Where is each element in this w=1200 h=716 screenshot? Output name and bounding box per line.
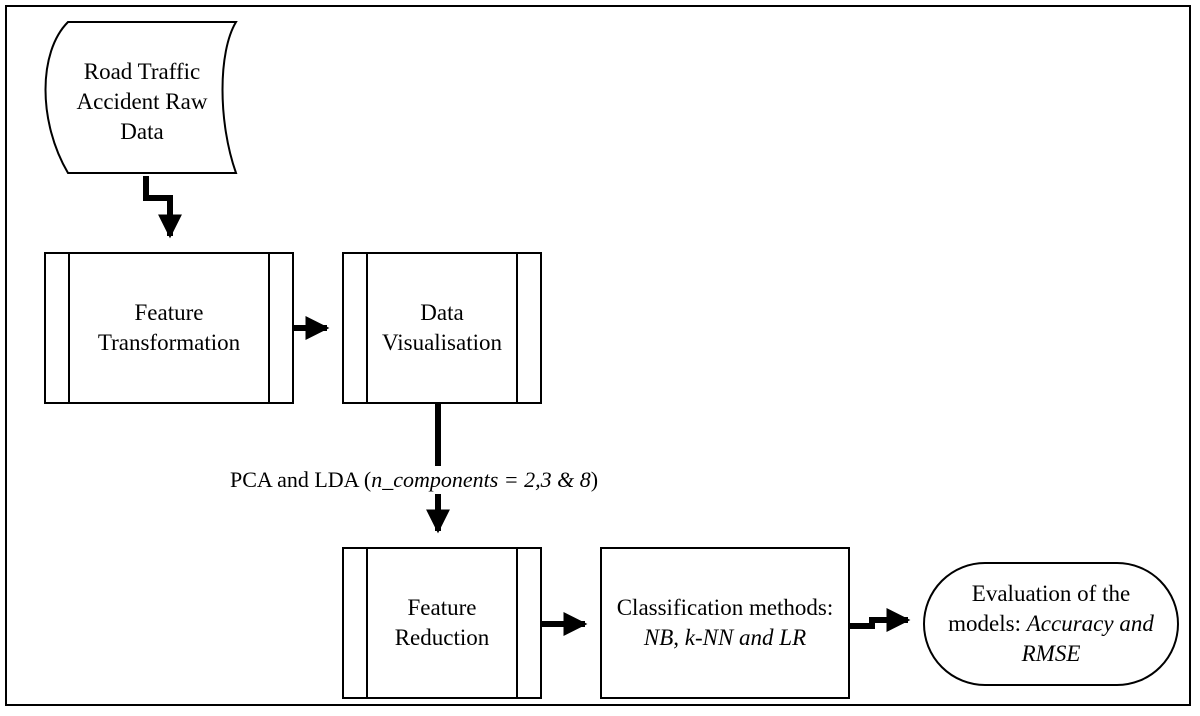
feature-reduction-line-1: Feature (407, 595, 477, 620)
evaluation-line-2-italic: Accuracy and (1026, 611, 1154, 636)
data-visualisation-line-1: Data (420, 300, 464, 325)
raw-data-shape (44, 21, 238, 174)
classification-line-2: NB, k-NN and LR (643, 625, 807, 650)
feature-transformation-line-2: Transformation (97, 330, 241, 355)
arrow-classification-to-evaluation (849, 608, 911, 632)
classification-line-1: Classification methods: (616, 595, 834, 620)
feature-transformation-shape (44, 252, 294, 404)
feature-reduction-line-2: Reduction (394, 625, 490, 650)
feature-reduction-shape (342, 547, 542, 699)
evaluation-line-2: models: Accuracy and (948, 609, 1154, 639)
raw-data-line-2: Accident Raw (76, 89, 208, 114)
arrow-raw-to-transformation (143, 176, 182, 239)
edge-label-close: ) (590, 467, 599, 492)
evaluation-label: Evaluation of the models: Accuracy and R… (924, 563, 1178, 685)
evaluation-line-1: Evaluation of the (971, 581, 1131, 606)
feature-reduction-label: Feature Reduction (367, 548, 517, 698)
evaluation-line-2-plain: models: (948, 611, 1027, 636)
raw-data-label: Road Traffic Accident Raw Data (58, 52, 226, 152)
raw-data-line-3: Data (120, 119, 164, 144)
diagram-frame (5, 5, 1191, 706)
classification-label: Classification methods: NB, k-NN and LR (601, 548, 849, 698)
evaluation-line-3: RMSE (1021, 641, 1081, 666)
raw-data-line-1: Road Traffic (83, 59, 201, 84)
evaluation-shape (923, 562, 1179, 686)
data-visualisation-shape (342, 252, 542, 404)
feature-transformation-label: Feature Transformation (69, 253, 269, 403)
data-visualisation-label: Data Visualisation (367, 253, 517, 403)
classification-shape (600, 547, 850, 699)
pca-lda-edge-label: PCA and LDA (n_components = 2,3 & 8) (228, 466, 601, 494)
data-visualisation-line-2: Visualisation (382, 330, 502, 355)
edge-label-plain: PCA and LDA ( (230, 467, 372, 492)
feature-transformation-line-1: Feature (134, 300, 204, 325)
edge-label-italic: n_components = 2,3 & 8 (371, 467, 591, 492)
